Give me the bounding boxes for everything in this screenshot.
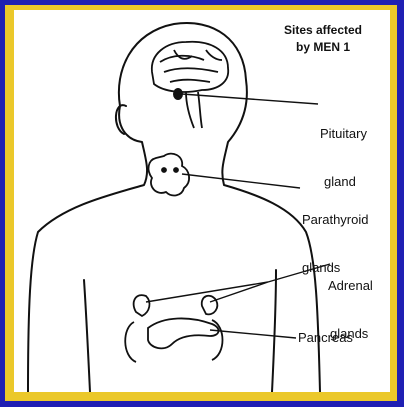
title-line-1: Sites affected — [264, 22, 382, 39]
pancreas-icon — [148, 318, 219, 348]
pituitary-label-line-1: Pituitary — [320, 126, 367, 142]
pituitary-leader-line — [182, 94, 318, 104]
right-arm-line — [272, 270, 276, 392]
diagram-title: Sites affected by MEN 1 — [264, 22, 382, 56]
left-arm-line — [84, 280, 90, 392]
title-line-2: by MEN 1 — [264, 39, 382, 56]
pituitary-gland — [173, 88, 183, 100]
parathyroid-leader-line — [182, 174, 300, 188]
parathyroid-label-line-1: Parathyroid — [302, 212, 368, 228]
pancreas-label: Pancreas — [298, 330, 353, 346]
adrenal-label: Adrenal glands — [328, 246, 373, 374]
ear-outline — [116, 105, 126, 134]
brain-icon — [152, 42, 228, 128]
adrenal-label-line-1: Adrenal — [328, 278, 373, 294]
adrenal-glands-icon — [125, 295, 222, 362]
diagram-panel: Sites affected by MEN 1 Pituitary gland … — [14, 10, 390, 392]
